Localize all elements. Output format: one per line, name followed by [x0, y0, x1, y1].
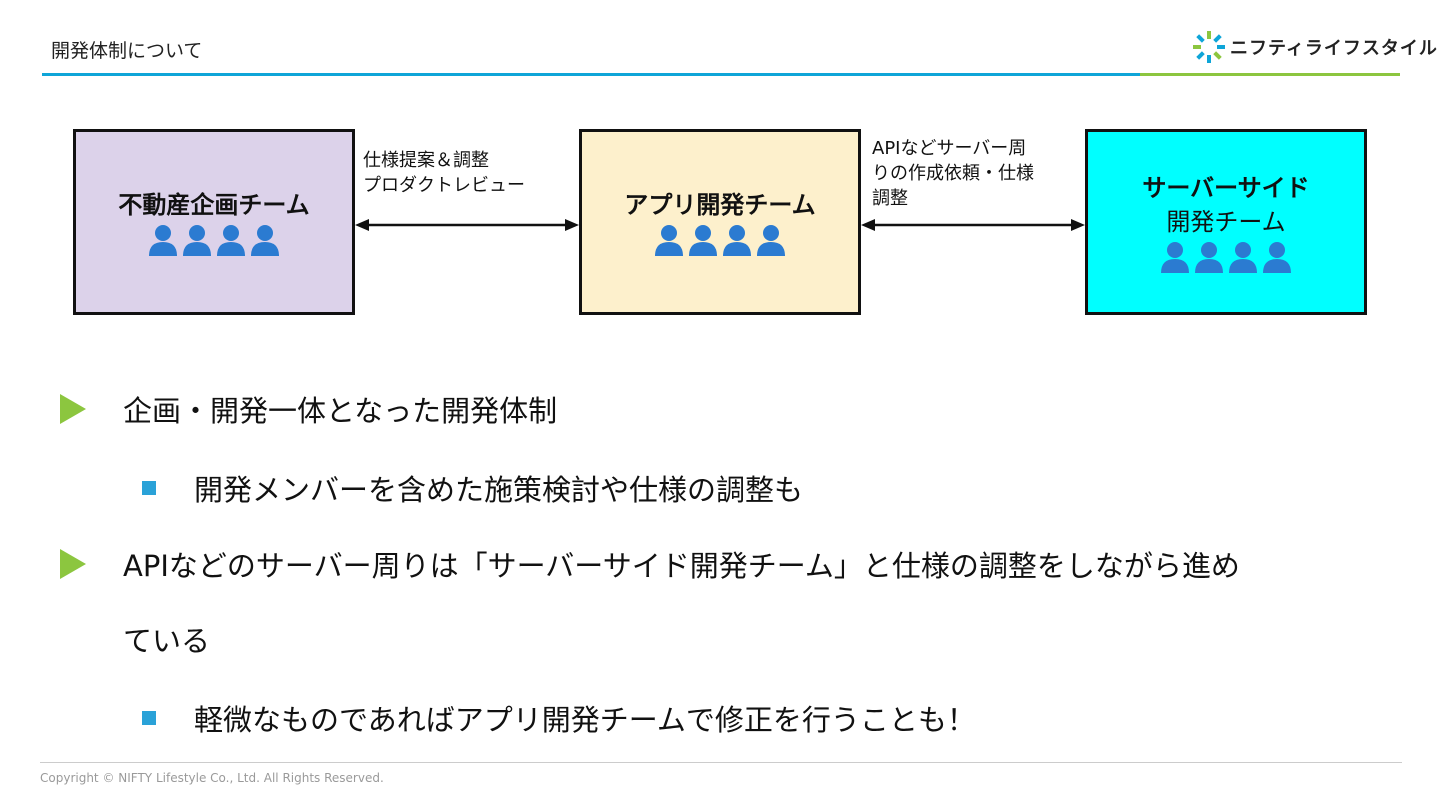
right-arrow-label: APIなどサーバー周 りの作成依頼・仕様 調整	[872, 136, 1034, 211]
header-title: 開発体制について	[51, 40, 203, 62]
person-icon	[1161, 242, 1189, 273]
bullet-2-text-line1: APIなどのサーバー周りは「サーバーサイド開発チーム」と仕様の調整をしながら進め	[123, 549, 1240, 583]
person-icon	[655, 225, 683, 256]
server-team-name-line1: サーバーサイド	[1142, 174, 1310, 202]
person-icon	[723, 225, 751, 256]
left-arrow-label-line1: 仕様提案＆調整	[363, 150, 489, 171]
realestate-team-members	[148, 224, 280, 256]
nifty-burst-logo-icon	[1193, 31, 1225, 63]
bullet-1-text: 企画・開発一体となった開発体制	[123, 394, 558, 428]
square-bullet-icon	[142, 711, 156, 725]
bullet-2-sub-text: 軽微なものであればアプリ開発チームで修正を行うことも！	[194, 703, 976, 737]
left-arrow-label-line2: プロダクトレビュー	[363, 175, 525, 196]
square-bullet-icon	[142, 481, 156, 495]
person-icon	[1263, 242, 1291, 273]
right-arrow-label-line2: りの作成依頼・仕様	[872, 163, 1034, 184]
logo-text: ニフティライフスタイル	[1230, 38, 1438, 59]
person-icon	[149, 225, 177, 256]
company-logo: ニフティライフスタイル	[1192, 30, 1438, 64]
person-icon	[251, 225, 279, 256]
triangle-bullet-icon	[60, 394, 86, 424]
person-icon	[183, 225, 211, 256]
bullet-1: 企画・開発一体となった開発体制	[60, 388, 557, 430]
bullet-2: APIなどのサーバー周りは「サーバーサイド開発チーム」と仕様の調整をしながら進め	[60, 543, 1240, 585]
copyright-text: Copyright © NIFTY Lifestyle Co., Ltd. Al…	[40, 771, 384, 785]
right-arrow-label-line3: 調整	[872, 188, 908, 209]
person-icon	[1229, 242, 1257, 273]
bullet-2-text-line2: ている	[123, 624, 211, 658]
left-arrow-label: 仕様提案＆調整 プロダクトレビュー	[363, 148, 525, 198]
header-divider-accent	[1140, 73, 1400, 76]
footer-divider	[40, 762, 1402, 763]
double-arrow-right	[861, 219, 1085, 231]
realestate-team-name: 不動産企画チーム	[118, 191, 310, 219]
server-team-name-line2: 開発チーム	[1166, 208, 1286, 236]
server-team-box: サーバーサイド 開発チーム	[1085, 129, 1367, 315]
person-icon	[1195, 242, 1223, 273]
bullet-1-sub-text: 開発メンバーを含めた施策検討や仕様の調整も	[194, 473, 804, 507]
app-team-members	[654, 224, 786, 256]
person-icon	[689, 225, 717, 256]
triangle-bullet-icon	[60, 549, 86, 579]
bullet-1-sub: 開発メンバーを含めた施策検討や仕様の調整も	[142, 467, 803, 509]
right-arrow-label-line1: APIなどサーバー周	[872, 138, 1027, 159]
realestate-team-box: 不動産企画チーム	[73, 129, 355, 315]
app-team-box: アプリ開発チーム	[579, 129, 861, 315]
server-team-members	[1160, 241, 1292, 273]
person-icon	[757, 225, 785, 256]
header-divider	[42, 73, 1400, 76]
double-arrow-left	[355, 219, 579, 231]
person-icon	[217, 225, 245, 256]
bullet-2-sub: 軽微なものであればアプリ開発チームで修正を行うことも！	[142, 697, 976, 739]
app-team-name: アプリ開発チーム	[624, 191, 816, 219]
